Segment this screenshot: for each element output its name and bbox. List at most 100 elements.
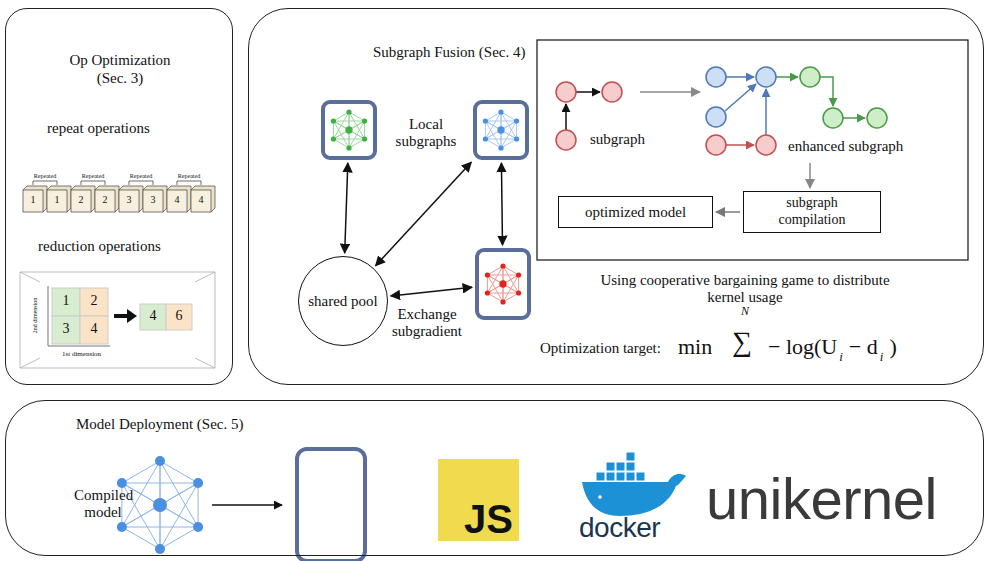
docker-logo [582,452,686,516]
formula-part: i [880,350,884,365]
net-dot [362,136,367,141]
formula-part: ) [889,334,896,359]
net-dot [485,272,490,277]
net-link [198,483,199,527]
net-dot [117,522,127,532]
net-dot [193,478,203,488]
cube-face [119,190,139,212]
section-panel: Subgraph Fusion (Sec. 4) shared pool subgr… [248,8,984,385]
cube-side [143,186,167,212]
net-link [333,121,364,122]
js-logo: JS [438,459,519,541]
net-link [122,483,198,527]
formula-part: min [678,334,712,359]
connector-arrow [345,163,348,253]
net-dot [500,263,505,268]
repeat-bracket [33,181,57,185]
net-dot [483,118,488,123]
text-label: 3 [52,321,80,337]
text-label: repeat operations [47,120,150,137]
phone-device [473,100,529,160]
formula-part: N [741,305,749,319]
section-title: Op Optimization (Sec. 3) [60,51,180,87]
subgraph-icon [479,252,527,316]
cube-face [143,190,163,212]
phone-device [475,248,531,320]
net-link [364,121,365,139]
repeat-bracket [81,181,105,185]
net-link [501,112,517,121]
text-label: Repeated [177,173,201,180]
cube-side [23,186,47,212]
formula-part: − log(U [768,334,837,359]
text-label: 1 [23,194,43,206]
net-dot [498,145,503,150]
text-label: Exchange subgradient [383,306,471,341]
text-label: 1st dimension [62,350,101,358]
text-label: 2 [71,194,91,206]
text-label: 4 [191,194,211,206]
net-dot [346,145,351,150]
text-label: Local subgraphs [390,116,462,151]
pool-circle: shared pool [298,256,388,346]
net-dot [498,109,503,114]
text-label: reduction operations [38,238,161,255]
cube-face [71,190,91,212]
node-label: subgraph compilation [764,195,860,229]
compiled-model-icon [117,456,203,554]
subgraph-icon [477,104,525,156]
section-title: Subgraph Fusion (Sec. 4) [373,43,526,61]
text-label: 2 [80,293,108,309]
net-link [518,275,519,293]
net-dot [345,126,352,133]
formula-row: − log(Ui− di) [768,334,899,365]
repeat-bracket [177,181,201,185]
net-link [349,112,365,121]
net-link [160,461,198,483]
net-dot [499,280,506,287]
connector-arrow [391,287,472,296]
net-link [333,112,349,121]
net-dot [346,109,351,114]
cube-side [119,186,143,212]
net-link [487,275,518,276]
node-label: shared pool [308,292,378,310]
text-label: 4 [167,194,187,206]
net-dot [514,136,519,141]
logo-text: JS [464,499,513,539]
cube-side [95,186,119,212]
net-dot [516,290,521,295]
formula-part: − d [849,334,878,359]
text-label: 2 [95,194,115,206]
fusion-detail-panel [537,40,968,260]
net-dot [155,544,165,554]
text-label: Using cooperative bargaining game to dis… [588,272,902,307]
net-dot [497,126,504,133]
net-dot [331,136,336,141]
net-dot [117,478,127,488]
cube-face [23,190,43,212]
cube-face [47,190,67,212]
text-label: 1 [47,194,67,206]
net-dot [516,272,521,277]
net-link [160,483,198,549]
cube-face [191,190,211,212]
phone-outline [297,449,365,561]
net-link [485,112,501,121]
text-label: 4 [80,321,108,337]
net-link [122,527,160,549]
net-link [122,461,160,483]
net-link [160,527,198,549]
text-label: Optimization target: [540,340,661,357]
net-dot [500,299,505,304]
text-label: 4 [140,308,166,324]
cube-side [47,186,71,212]
net-dot [153,498,167,512]
connector-arrow [716,211,740,213]
formula-part: ∑ [732,326,752,358]
net-dot [362,118,367,123]
text-label: 2nd dimension [32,298,39,334]
deploy-arrow [212,504,282,506]
connector-arrow [376,162,472,266]
